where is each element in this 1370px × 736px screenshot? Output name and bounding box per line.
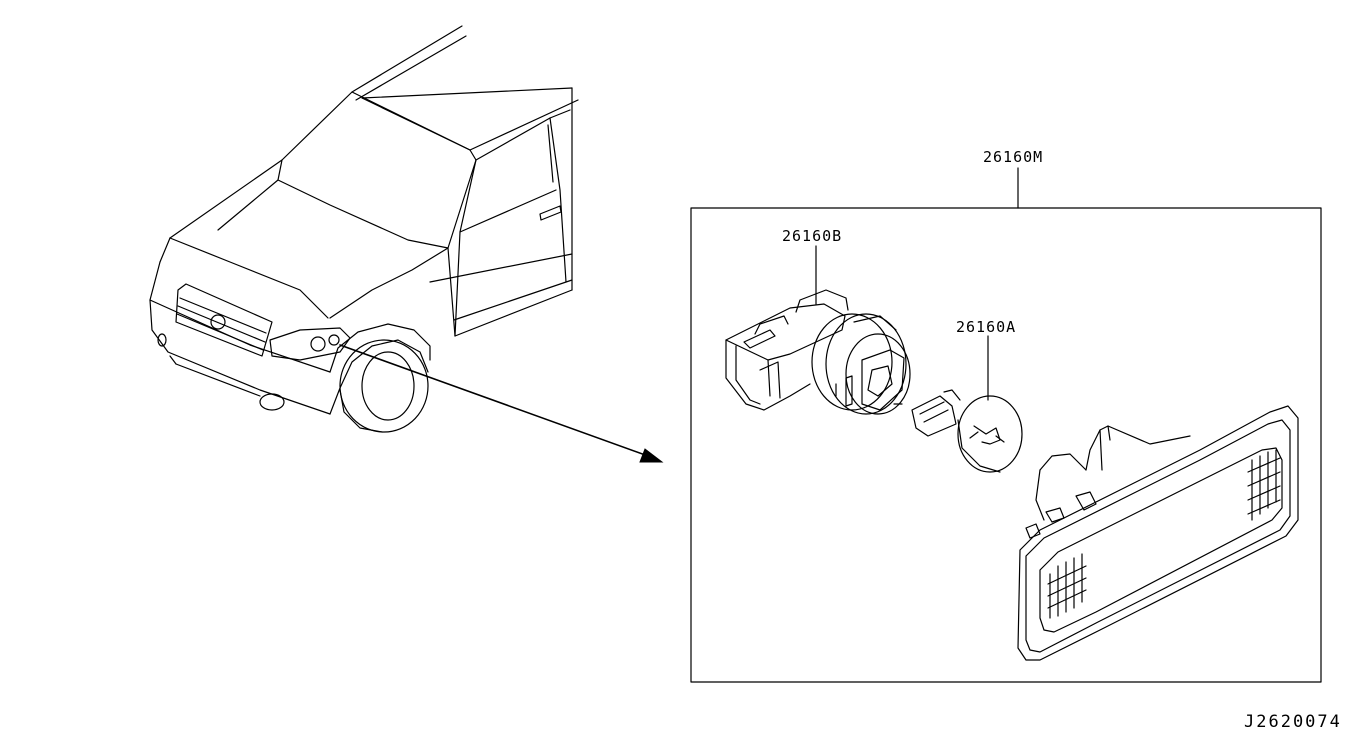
socket-label: 26160B (782, 227, 842, 245)
assembly-frame (690, 207, 1322, 683)
socket-part (725, 289, 911, 415)
drawing-code: J2620074 (1244, 712, 1342, 732)
vehicle-illustration (149, 25, 579, 433)
assembly-label: 26160M (983, 148, 1043, 166)
bulb-part (911, 389, 1023, 473)
bulb-label: 26160A (956, 318, 1016, 336)
callout-arrow (339, 344, 664, 463)
side-marker-lamp (1017, 405, 1299, 661)
